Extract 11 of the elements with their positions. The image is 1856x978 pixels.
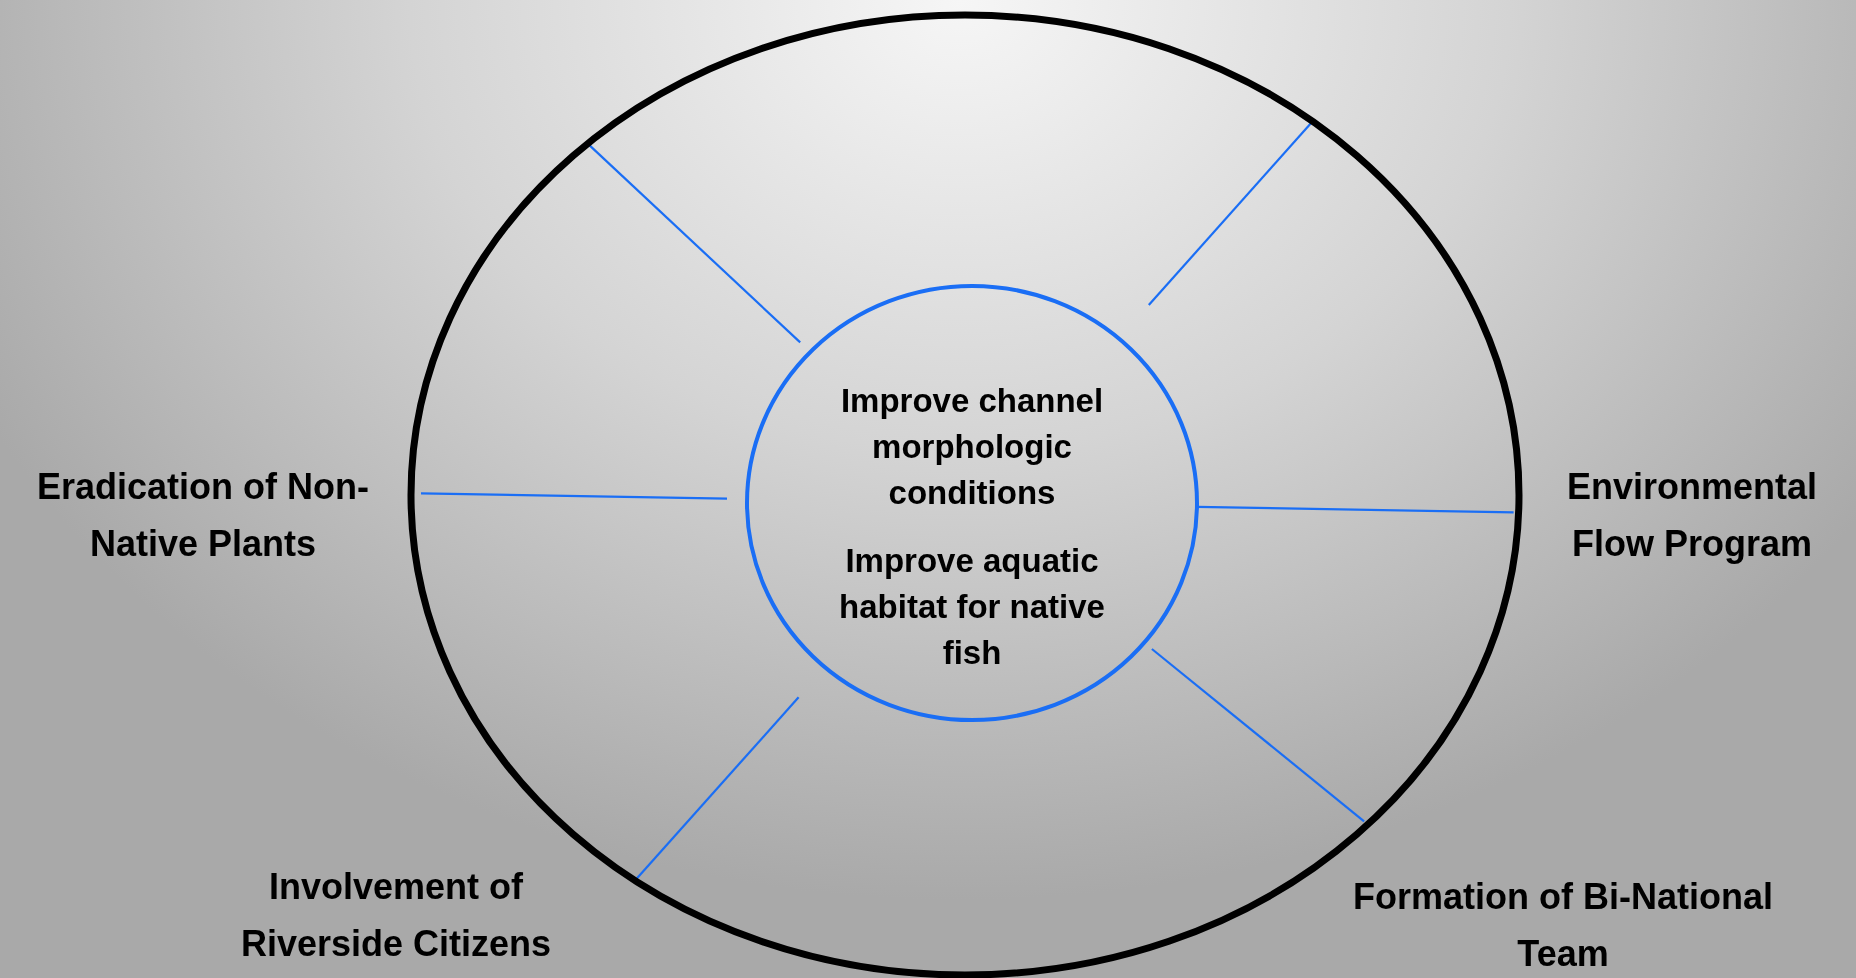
outer-label: Involvement of Riverside Citizens xyxy=(239,865,553,966)
spoke-line xyxy=(1197,505,1514,514)
goal-text: Improve channel morphologic conditions xyxy=(839,381,1105,513)
outer-label: Eradication of Non-Native Plants xyxy=(36,465,370,566)
outer-label: Formation of Bi-National Team xyxy=(1352,875,1774,976)
goal-text: Improve aquatic habitat for native fish xyxy=(838,541,1106,673)
spoke-line xyxy=(420,492,728,500)
inner-circle xyxy=(747,286,1197,720)
outer-label: Environmental Flow Program xyxy=(1565,465,1819,566)
spoke-line xyxy=(1151,648,1365,823)
spoke-line xyxy=(1147,120,1314,306)
